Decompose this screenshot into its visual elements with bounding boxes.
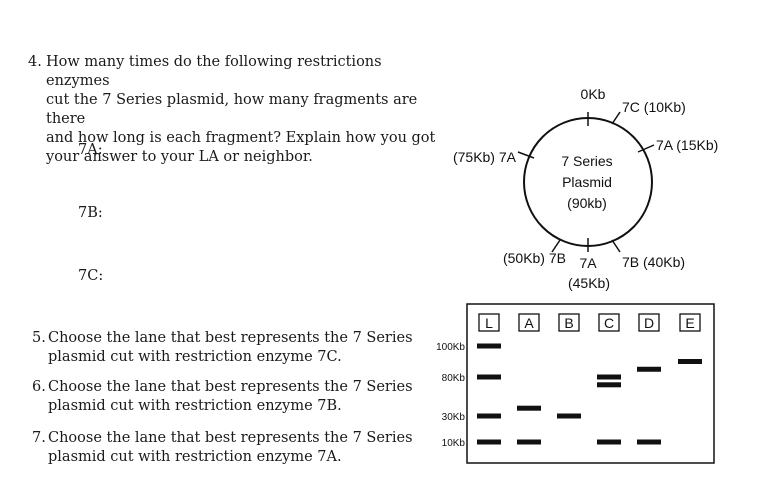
gel-well-box-l bbox=[478, 313, 500, 332]
gel-well-c: C bbox=[598, 313, 620, 332]
gel-band-a-10kb bbox=[517, 439, 541, 445]
site-sublabel-45kb: (45Kb) bbox=[568, 275, 610, 291]
gel-well-box-d bbox=[638, 313, 660, 332]
enzyme-label-7c: 7C: bbox=[78, 268, 104, 284]
gel-band-l-100kb bbox=[477, 343, 501, 349]
gel-well-e: E bbox=[679, 313, 701, 332]
gel-lane-label-c: C bbox=[604, 315, 614, 331]
plasmid-center-line-3: (90kb) bbox=[567, 195, 607, 211]
question-6-text: Choose the lane that best represents the… bbox=[48, 379, 413, 414]
gel-band-c-70kb bbox=[597, 382, 621, 388]
gel-well-l: L bbox=[478, 313, 500, 332]
gel-band-a-40kb bbox=[517, 405, 541, 411]
site-label-0kb: 0Kb bbox=[581, 86, 606, 102]
gel-band-l-30kb bbox=[477, 413, 501, 419]
question-4-text: How many times do the following restrict… bbox=[46, 54, 436, 165]
ladder-label-30kb: 30Kb bbox=[442, 412, 466, 423]
site-label-7c-10kb: 7C (10Kb) bbox=[622, 99, 686, 115]
gel-band-c-80kb bbox=[597, 374, 621, 380]
enzyme-label-7b: 7B: bbox=[78, 205, 103, 221]
plasmid-center-line-2: Plasmid bbox=[562, 174, 612, 190]
gel-band-c-10kb bbox=[597, 439, 621, 445]
question-5-number: 5. bbox=[32, 330, 46, 346]
ladder-label-80kb: 80Kb bbox=[442, 373, 466, 384]
ladder-label-100kb: 100Kb bbox=[436, 342, 465, 353]
gel-well-d: D bbox=[638, 313, 660, 332]
plasmid-site-ticks bbox=[517, 111, 655, 253]
site-label-7a-75kb: (75Kb) 7A bbox=[453, 149, 517, 165]
ladder-label-10kb: 10Kb bbox=[442, 438, 466, 449]
site-label-7a-45kb: 7A bbox=[579, 255, 597, 271]
gel-well-box-a bbox=[518, 313, 540, 332]
question-5-text: Choose the lane that best represents the… bbox=[48, 330, 413, 365]
question-4-number: 4. bbox=[28, 54, 42, 70]
question-7-text: Choose the lane that best represents the… bbox=[48, 430, 413, 465]
gel-lane-label-d: D bbox=[644, 315, 654, 331]
gel-well-box-b bbox=[558, 313, 580, 332]
site-label-7a-15kb: 7A (15Kb) bbox=[656, 137, 718, 153]
gel-band-l-80kb bbox=[477, 374, 501, 380]
site-label-7b-50kb: (50Kb) 7B bbox=[503, 250, 566, 266]
enzyme-label-7a: 7A: bbox=[78, 142, 103, 158]
gel-well-b: B bbox=[558, 313, 580, 332]
gel-frame bbox=[466, 303, 715, 464]
plasmid-center-line-1: 7 Series bbox=[561, 153, 612, 169]
tick-15kb bbox=[637, 144, 655, 153]
gel-well-box-e bbox=[679, 313, 701, 332]
gel-well-a: A bbox=[518, 313, 540, 332]
gel-band-l-10kb bbox=[477, 439, 501, 445]
gel-ladder-labels: 100Kb 80Kb 30Kb 10Kb bbox=[436, 342, 465, 449]
gel-band-d-10kb bbox=[637, 439, 661, 445]
gel-lane-label-e: E bbox=[685, 315, 694, 331]
question-7-number: 7. bbox=[32, 430, 46, 446]
tick-40kb bbox=[611, 239, 621, 253]
gel-lane-label-l: L bbox=[485, 315, 493, 331]
gel-lane-label-b: B bbox=[564, 315, 573, 331]
gel-band-b-30kb bbox=[557, 413, 581, 419]
gel-lane-label-a: A bbox=[524, 315, 534, 331]
tick-10kb bbox=[611, 111, 621, 125]
gel-bands bbox=[477, 343, 702, 445]
site-label-7b-40kb: 7B (40Kb) bbox=[622, 254, 685, 270]
gel-band-d-85kb bbox=[637, 366, 661, 372]
tick-50kb bbox=[551, 239, 561, 253]
gel-well-box-c bbox=[598, 313, 620, 332]
tick-75kb bbox=[517, 151, 535, 159]
gel-band-e-90kb bbox=[678, 359, 702, 364]
question-6-number: 6. bbox=[32, 379, 46, 395]
